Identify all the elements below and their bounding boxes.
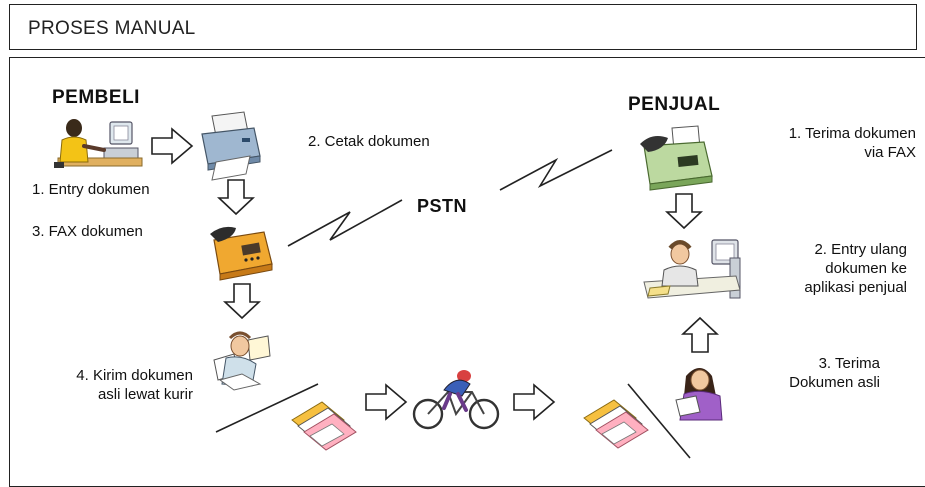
buyer-step4-line2: asli lewat kurir <box>97 386 193 403</box>
buyer-step4-label: 4. Kirim dokumen asli lewat kurir <box>38 366 193 404</box>
documents-icon <box>291 401 357 451</box>
seller-header: PENJUAL <box>628 94 721 115</box>
buyer-step4-line1: 4. Kirim dokumen <box>76 367 193 384</box>
seller-step2-line2: dokumen ke <box>825 260 907 277</box>
person-at-computer-icon <box>54 119 143 168</box>
flow-arrow-right <box>513 384 555 420</box>
fax-machine-icon <box>640 125 713 191</box>
fax-machine-icon <box>210 226 273 281</box>
seller-step1-line2: via FAX <box>864 144 916 161</box>
title-box: PROSES MANUAL <box>9 4 917 50</box>
flow-arrow-down <box>218 179 254 215</box>
pstn-line-right <box>499 149 613 191</box>
pstn-line-left <box>287 199 403 247</box>
flow-arrow-right <box>365 384 407 420</box>
receptionist-at-computer-icon <box>643 239 741 299</box>
seller-step2-label: 2. Entry ulang dokumen ke aplikasi penju… <box>736 240 907 297</box>
seller-step3-line2: Dokumen asli <box>789 374 880 391</box>
documents-icon <box>583 399 649 449</box>
seller-step2-line3: aplikasi penjual <box>804 279 907 296</box>
seller-step3-line1: 3. Terima <box>818 355 880 372</box>
diagram-title: PROSES MANUAL <box>28 18 196 39</box>
cyclist-icon <box>412 370 500 430</box>
buyer-step3-label: 3. FAX dokumen <box>32 223 143 240</box>
flow-arrow-right <box>151 128 193 164</box>
seller-step1-line1: 1. Terima dokumen <box>788 125 916 142</box>
buyer-step1-label: 1. Entry dokumen <box>32 181 150 198</box>
divider-line-left <box>215 383 319 433</box>
diagram-frame <box>9 57 925 487</box>
seller-step3-label: 3. Terima Dokumen asli <box>760 354 880 392</box>
buyer-step2-label: 2. Cetak dokumen <box>308 133 430 150</box>
buyer-header: PEMBELI <box>52 87 140 108</box>
flow-arrow-up <box>682 317 718 353</box>
divider-line-right <box>627 383 691 459</box>
seller-step2-line1: 2. Entry ulang <box>814 241 907 258</box>
flow-arrow-down <box>224 283 260 319</box>
flow-arrow-down <box>666 193 702 229</box>
printer-icon <box>201 111 261 181</box>
pstn-label: PSTN <box>417 196 468 216</box>
seller-step1-label: 1. Terima dokumen via FAX <box>736 124 916 162</box>
woman-reading-icon <box>675 368 723 421</box>
stressed-person-icon <box>213 331 271 391</box>
